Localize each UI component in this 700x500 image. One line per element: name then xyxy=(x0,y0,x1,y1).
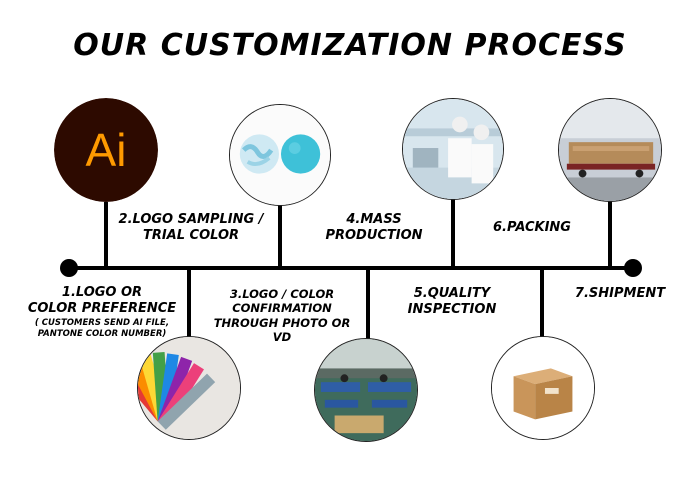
timeline-start-dot xyxy=(60,259,78,277)
connector-factory xyxy=(366,270,370,340)
factory-floor-icon xyxy=(314,338,418,442)
step-5-line1: 5.QUALITY xyxy=(413,286,491,301)
cardboard-box-icon xyxy=(491,336,595,440)
step-3-label: 3.LOGO / COLOR CONFIRMATION THROUGH PHOT… xyxy=(204,287,360,345)
page-title: OUR CUSTOMIZATION PROCESS xyxy=(73,28,627,63)
step-4-label: 4.MASS PRODUCTION xyxy=(312,212,436,245)
color-swatch-icon xyxy=(137,336,241,440)
step-5-label: 5.QUALITY INSPECTION xyxy=(392,286,512,319)
step-5-line2: INSPECTION xyxy=(407,302,497,318)
step-7-label: 7.SHIPMENT xyxy=(556,286,684,302)
trucks-icon xyxy=(558,98,662,202)
lacrosse-balls-icon xyxy=(229,104,331,206)
connector-swatch xyxy=(187,270,191,344)
connector-trucks xyxy=(608,200,612,266)
step-7-line1: 7.SHIPMENT xyxy=(574,286,666,301)
step-2-line2: TRIAL COLOR xyxy=(142,228,240,244)
svg-text:Ai: Ai xyxy=(86,124,127,176)
step-6-label: 6.PACKING xyxy=(470,220,594,236)
connector-sampling xyxy=(278,200,282,266)
step-2-line1: 2.LOGO SAMPLING / xyxy=(118,212,264,227)
step-3-line3: THROUGH PHOTO OR VD xyxy=(213,315,351,345)
step-1-label: 1.LOGO OR COLOR PREFERENCE ( CUSTOMERS S… xyxy=(8,285,196,340)
adobe-illustrator-icon: Ai xyxy=(54,98,158,202)
step-1-note1: ( CUSTOMERS SEND AI FILE, xyxy=(34,317,170,328)
step-4-line2: PRODUCTION xyxy=(325,228,423,244)
step-3-line2: CONFIRMATION xyxy=(232,301,332,316)
step-4-line1: 4.MASS xyxy=(346,212,402,227)
connector-lab xyxy=(451,196,455,266)
timeline-end-dot xyxy=(624,259,642,277)
step-3-line1: 3.LOGO / COLOR xyxy=(229,287,335,301)
lab-workers-icon xyxy=(402,98,504,200)
step-6-line1: 6.PACKING xyxy=(493,220,571,235)
connector-logo xyxy=(104,170,108,266)
step-1-line2: COLOR PREFERENCE xyxy=(27,301,177,317)
step-1-note2: PANTONE COLOR NUMBER) xyxy=(37,328,167,339)
connector-box xyxy=(540,270,544,340)
step-1-line1: 1.LOGO OR xyxy=(61,285,143,300)
step-2-label: 2.LOGO SAMPLING / TRIAL COLOR xyxy=(108,212,274,245)
timeline-line xyxy=(68,266,634,270)
